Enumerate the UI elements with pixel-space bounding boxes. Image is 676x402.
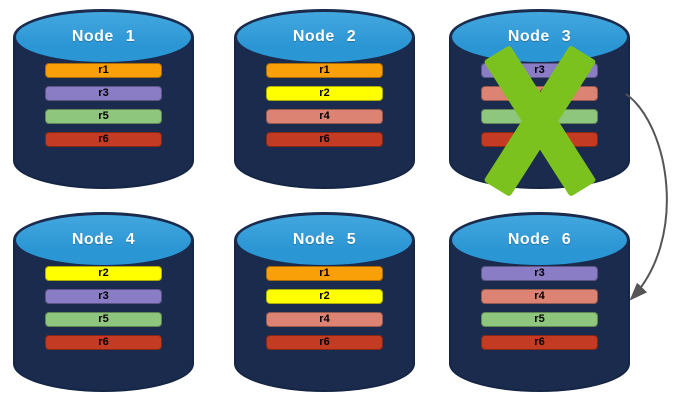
replica-bar: r2 <box>266 289 383 304</box>
replica-list: r1 r2 r4 r6 <box>266 63 383 155</box>
replica-list: r3 r4 r5 r6 <box>481 266 598 358</box>
replica-list: r1 r3 r5 r6 <box>45 63 162 155</box>
cylinder-top: Node 4 <box>13 212 194 268</box>
replica-bar: r1 <box>266 63 383 78</box>
replica-bar: r6 <box>266 335 383 350</box>
failure-x-icon <box>484 46 596 196</box>
replica-bar: r4 <box>266 312 383 327</box>
replica-bar: r3 <box>481 266 598 281</box>
cylinder-top: Node 5 <box>234 212 415 268</box>
replica-bar: r3 <box>45 86 162 101</box>
node-6: Node 6 r3 r4 r5 r6 <box>449 212 630 392</box>
node-title: Node 1 <box>71 28 136 45</box>
replica-bar: r6 <box>45 132 162 147</box>
replica-bar: r3 <box>45 289 162 304</box>
replica-bar: r6 <box>266 132 383 147</box>
cylinder-top: Node 3 <box>449 9 630 65</box>
replica-bar: r5 <box>45 109 162 124</box>
arrow-path <box>625 93 668 301</box>
replica-bar: r4 <box>266 109 383 124</box>
node-3: Node 3 r3 r4 r5 r6 <box>449 9 630 196</box>
replica-bar: r2 <box>266 86 383 101</box>
node-title: Node 5 <box>292 231 357 248</box>
replica-list: r2 r3 r5 r6 <box>45 266 162 358</box>
node-title: Node 3 <box>507 28 572 45</box>
replica-bar: r5 <box>45 312 162 327</box>
node-4: Node 4 r2 r3 r5 r6 <box>13 212 194 392</box>
node-5: Node 5 r1 r2 r4 r6 <box>234 212 415 392</box>
replica-bar: r1 <box>45 63 162 78</box>
cylinder-top: Node 2 <box>234 9 415 65</box>
replica-list: r1 r2 r4 r6 <box>266 266 383 358</box>
cylinder-top: Node 1 <box>13 9 194 65</box>
replica-bar: r2 <box>45 266 162 281</box>
node-1: Node 1 r1 r3 r5 r6 <box>13 9 194 189</box>
node-title: Node 2 <box>292 28 357 45</box>
node-2: Node 2 r1 r2 r4 r6 <box>234 9 415 189</box>
replica-bar: r1 <box>266 266 383 281</box>
node-title: Node 6 <box>507 231 572 248</box>
cylinder-top: Node 6 <box>449 212 630 268</box>
replica-bar: r6 <box>45 335 162 350</box>
replica-bar: r4 <box>481 289 598 304</box>
replica-bar: r6 <box>481 335 598 350</box>
node-title: Node 4 <box>71 231 136 248</box>
replica-bar: r5 <box>481 312 598 327</box>
